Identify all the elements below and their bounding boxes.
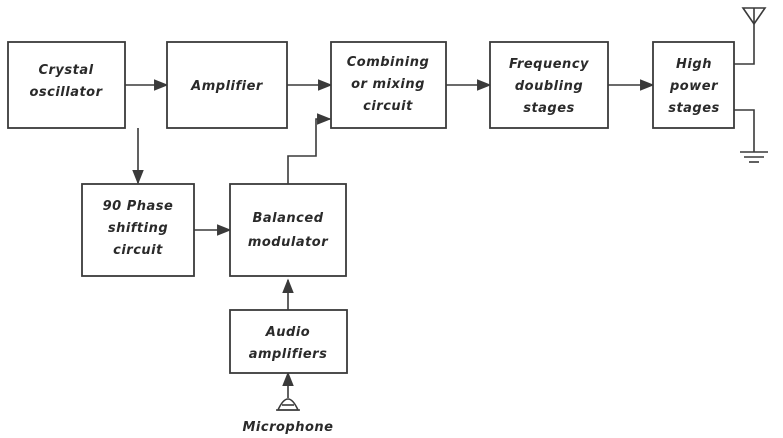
- phase-shifter-line-2: shifting: [108, 221, 168, 236]
- block-combining-circuit: Combining or mixing circuit: [330, 41, 447, 129]
- wire-high-power-to-antenna: [734, 24, 755, 65]
- wire-modulator-to-combining: [287, 113, 332, 184]
- microphone-label: Microphone: [242, 420, 333, 435]
- block-crystal-oscillator: Crystal oscillator: [7, 41, 126, 129]
- high-power-line-3: stages: [668, 101, 720, 116]
- high-power-line-1: High: [676, 57, 712, 72]
- ground-icon: [740, 151, 768, 163]
- crystal-oscillator-line-2: oscillator: [29, 85, 103, 100]
- connections: [125, 24, 755, 398]
- combining-line-1: Combining: [347, 55, 430, 70]
- doubling-line-2: doubling: [515, 79, 583, 94]
- antenna-icon: [741, 7, 767, 26]
- doubling-line-3: stages: [523, 101, 575, 116]
- combining-line-3: circuit: [363, 99, 413, 114]
- block-frequency-doubling: Frequency doubling stages: [489, 41, 609, 129]
- modulator-line-1: Balanced: [253, 211, 324, 226]
- block-balanced-modulator: Balanced modulator: [229, 183, 347, 277]
- amplifier-label: Amplifier: [190, 79, 264, 94]
- block-audio-amplifiers: Audio amplifiers: [229, 309, 348, 374]
- high-power-line-2: power: [669, 79, 719, 94]
- audio-line-1: Audio: [265, 325, 311, 340]
- audio-line-2: amplifiers: [249, 347, 328, 362]
- modulator-line-2: modulator: [248, 235, 329, 250]
- combining-line-2: or mixing: [351, 77, 425, 92]
- doubling-line-1: Frequency: [509, 57, 589, 72]
- block-high-power: High power stages: [652, 41, 735, 129]
- wire-high-power-to-ground: [734, 109, 755, 152]
- microphone-icon: [276, 398, 300, 411]
- block-phase-shifter: 90 Phase shifting circuit: [81, 183, 195, 277]
- phase-shifter-line-1: 90 Phase: [103, 199, 174, 214]
- phase-shifter-line-3: circuit: [113, 243, 163, 258]
- crystal-oscillator-line-1: Crystal: [38, 63, 93, 78]
- block-amplifier: Amplifier: [166, 41, 288, 129]
